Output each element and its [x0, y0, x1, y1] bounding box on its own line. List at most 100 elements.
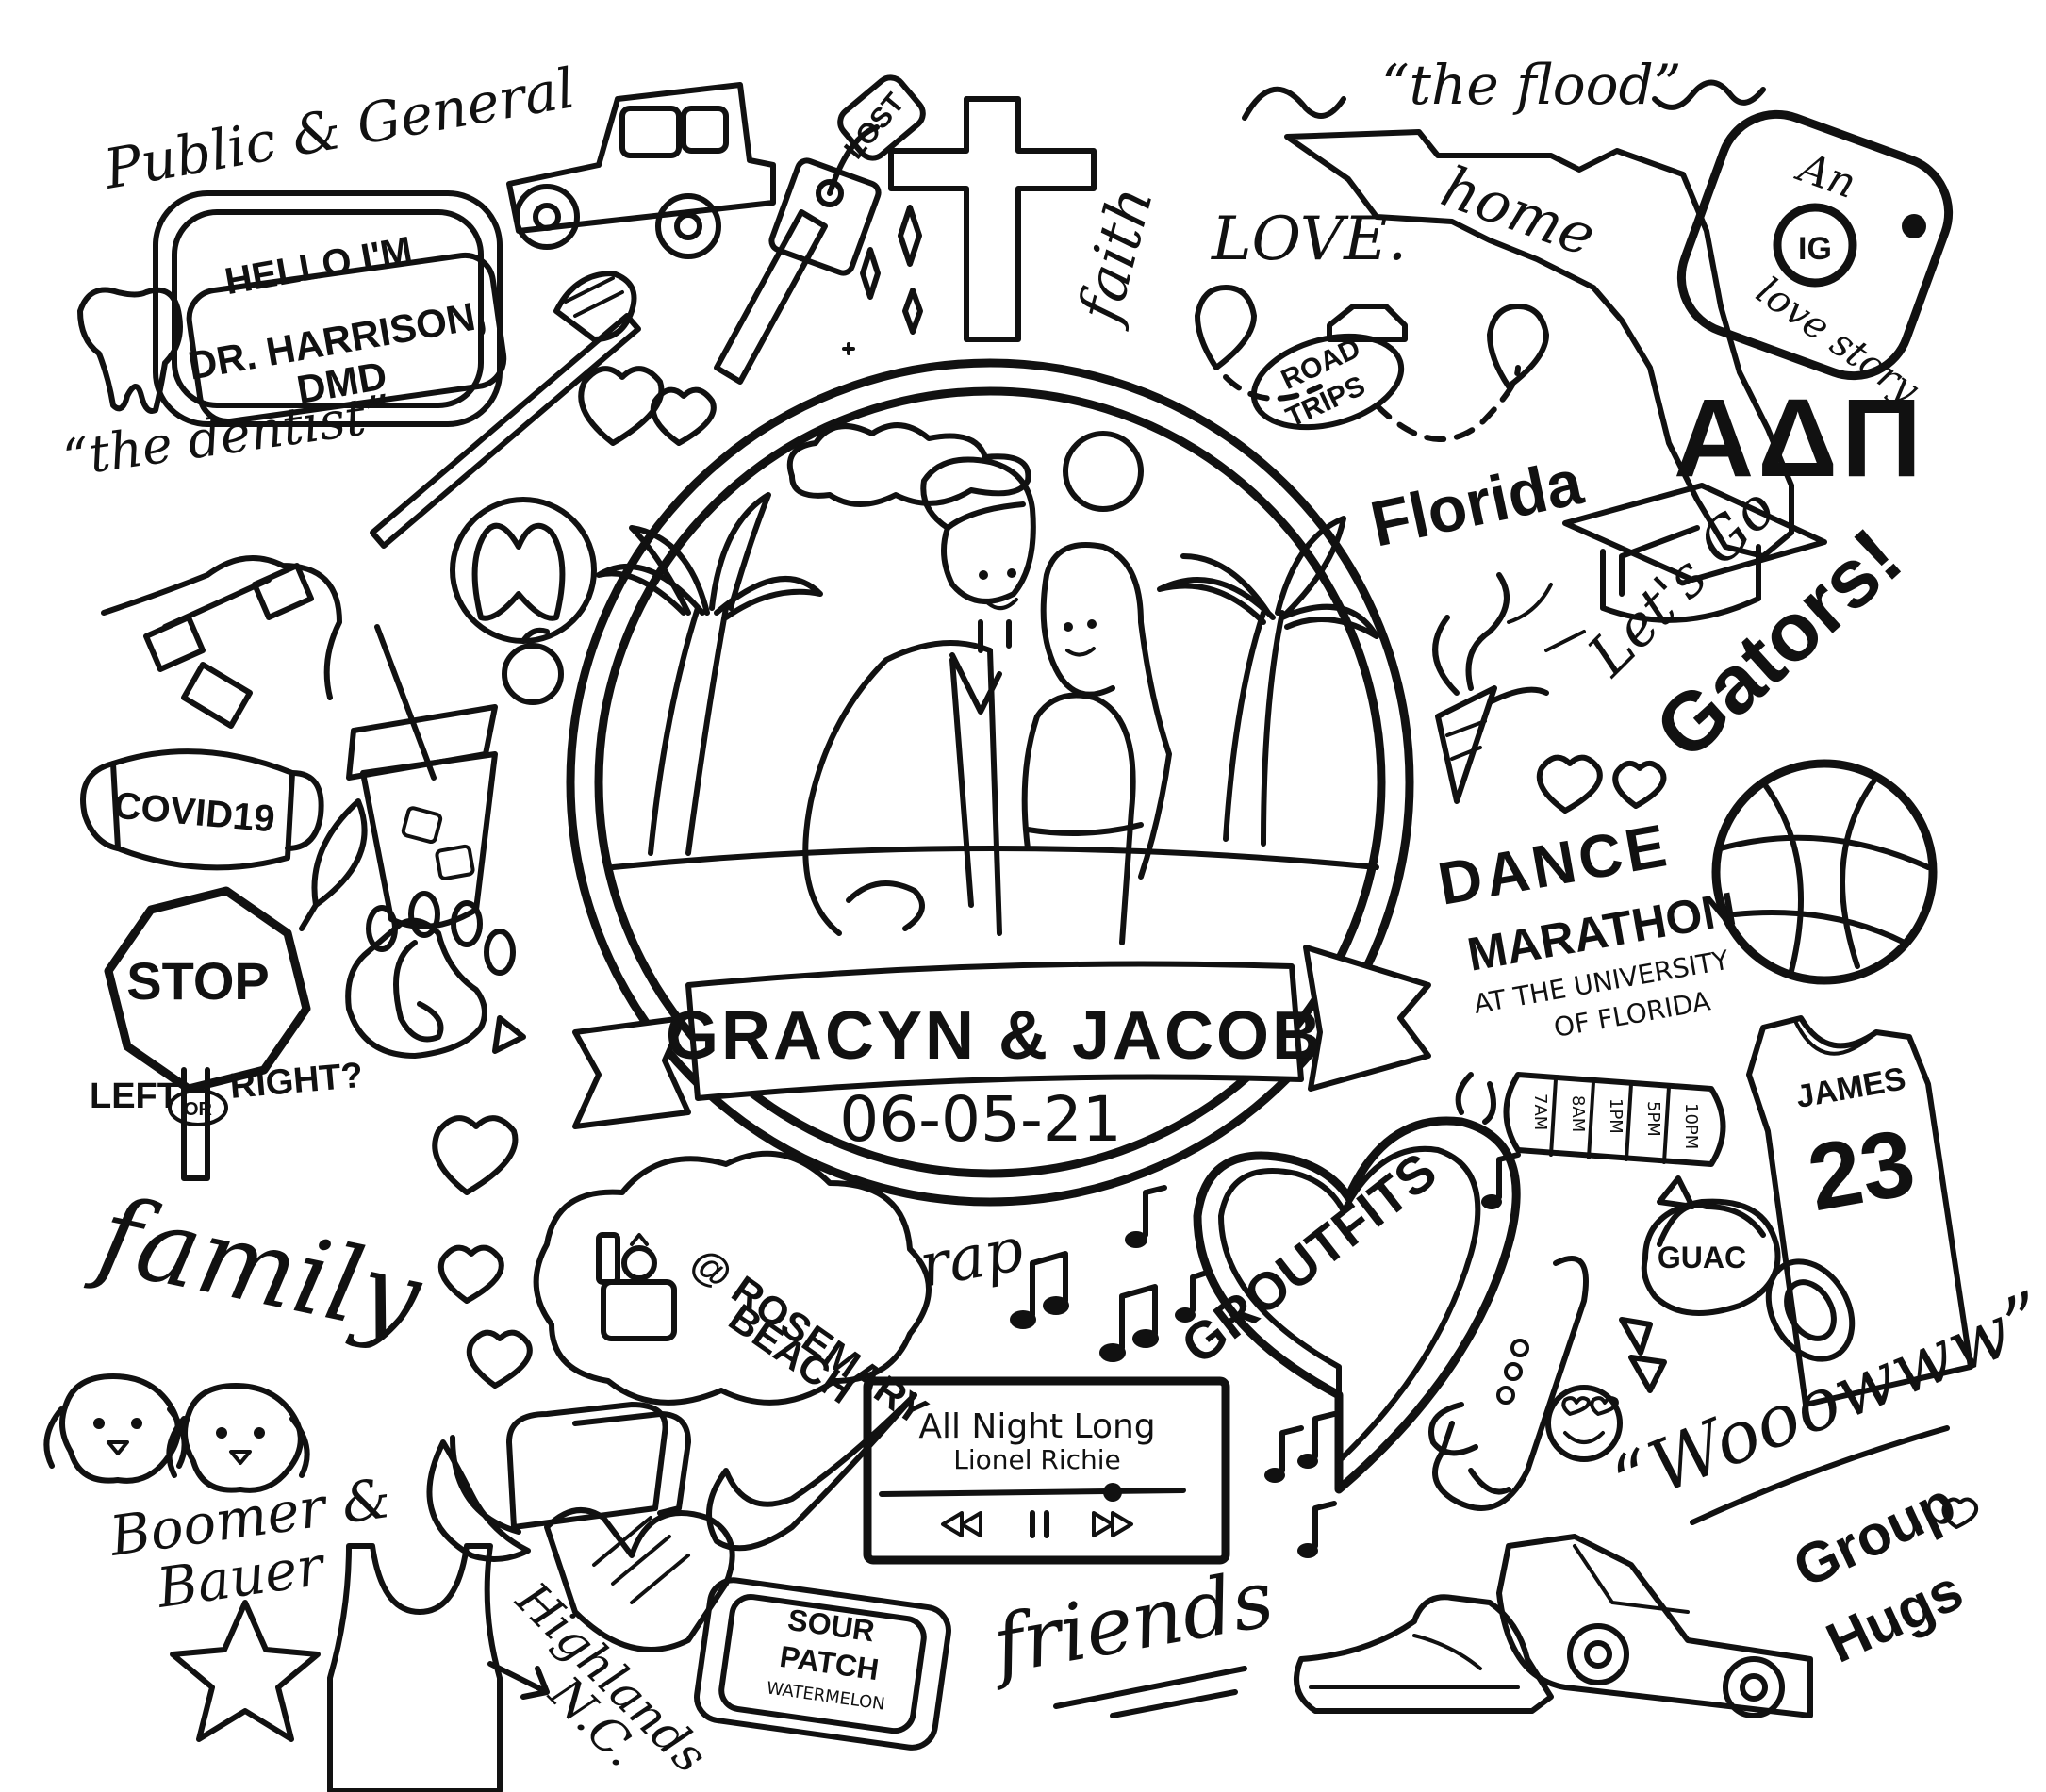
leaf-icon [299, 798, 368, 931]
jersey-name-text: JAMES [1793, 1060, 1908, 1115]
song-title-text: All Night Long [918, 1407, 1155, 1446]
center-medallion: GRACYN & JACOB 06-05-21 [566, 358, 1431, 1207]
cloud-icon [786, 422, 1031, 507]
pill-times: 7AM 8AM 1PM 5PM 10PM [1530, 1093, 1701, 1149]
party-popper-icon [1432, 572, 1586, 804]
family-text: family [83, 1173, 433, 1359]
fast-forward-button[interactable] [1092, 1511, 1133, 1537]
music-player-icon [863, 1376, 1230, 1565]
small-hearts-icon [1536, 754, 1667, 814]
rewind-icon [941, 1511, 982, 1537]
paw-print-icon [345, 891, 526, 1059]
wave-right-icon [1652, 79, 1766, 110]
love-text: LOVE. [1211, 205, 1407, 274]
left-text: LEFT [90, 1077, 179, 1116]
friends-underline [1053, 1666, 1247, 1718]
saxophone-icon [1428, 1256, 1589, 1511]
song-artist-text: Lionel Richie [953, 1444, 1121, 1475]
wooow-text: “Wooowww” [1601, 1274, 2046, 1523]
stop-text: STOP [126, 951, 269, 1011]
sour-patch-packet [694, 1577, 951, 1751]
beach-horizon [610, 846, 1379, 870]
group-hugs-heart-icon [1941, 1497, 1978, 1529]
bananas-icon [426, 1435, 531, 1562]
key-icon [714, 74, 926, 385]
arrow-icon [487, 1661, 550, 1700]
dog-icon [43, 1373, 310, 1493]
couple-portrait [802, 456, 1172, 945]
toothbrush-icon [370, 271, 641, 549]
palm-tree-left-icon [596, 492, 823, 856]
rap-text: rap [915, 1215, 1029, 1302]
pause-button[interactable] [1030, 1510, 1049, 1538]
florida-text: Florida [1364, 446, 1590, 561]
sneaker-icon [1294, 1594, 1554, 1714]
stop-sign-icon [104, 886, 311, 1181]
or-oval [168, 1089, 228, 1126]
map-pin-icon [1195, 285, 1257, 370]
or-text: OR [184, 1099, 213, 1120]
basketball-icon [1711, 759, 1938, 985]
right-text: RIGHT? [228, 1056, 365, 1107]
bread-icon [506, 1402, 691, 1530]
pill-time-2: 8AM [1568, 1095, 1588, 1132]
road-trips-sign [1250, 333, 1405, 431]
florida-map-icon [1284, 129, 1794, 559]
public-general-text: Public & General [99, 56, 580, 202]
rewind-button[interactable] [941, 1511, 982, 1537]
rosemary-line1: @ ROSEMARY [684, 1239, 936, 1434]
sun-icon [1063, 431, 1144, 512]
cross-icon [888, 96, 1097, 342]
dotted-route [1223, 365, 1521, 442]
star-icon [170, 1600, 321, 1742]
graduation-cap-icon [1562, 483, 1827, 623]
rosemary-cloud [533, 1150, 932, 1406]
mask-icon [80, 748, 324, 871]
guac-text: GUAC [1658, 1241, 1746, 1274]
couple-names: GRACYN & JACOB [666, 998, 1324, 1074]
lululemon-icon [450, 497, 597, 644]
jersey-icon [1746, 1015, 1973, 1407]
tooth-icon [77, 287, 183, 414]
the-flood-text: “the flood” [1381, 53, 1681, 117]
ring-box-icon [596, 1232, 677, 1341]
jeep-icon [506, 82, 776, 259]
pill-organizer-icon [1455, 1072, 1726, 1167]
wedding-date: 06-05-21 [839, 1083, 1122, 1156]
nike-swoosh-icon [706, 1392, 917, 1552]
map-pin-icon-2 [1487, 304, 1549, 389]
guacamole-icon [1619, 1175, 1856, 1393]
pill-time-5: 10PM [1681, 1103, 1701, 1149]
iced-coffee-icon [346, 624, 498, 929]
hearts-icon [578, 366, 717, 446]
dumbbells-icon [101, 555, 342, 729]
sparkles-icon [842, 205, 923, 355]
music-notes-icon [1010, 1152, 1521, 1558]
jersey-number-text: 23 [1801, 1110, 1922, 1232]
ig-logo-text: IG [1798, 231, 1832, 267]
heart-eyes-emoji-icon [1545, 1385, 1623, 1462]
badge-hello-text: HELLO I'M [222, 229, 415, 303]
underline-icon [1690, 1425, 1950, 1525]
palm-tree-right-icon [1157, 516, 1379, 847]
name-badge [153, 190, 507, 427]
orange-icon [502, 627, 564, 705]
tank-top-icon [327, 1543, 503, 1792]
sorority-letters: ΑΔΠ [1674, 376, 1925, 501]
covid-text: COVID19 [112, 785, 276, 841]
wave-left-icon [1242, 86, 1346, 121]
pickup-truck-icon [1496, 1534, 1813, 1718]
pause-icon [1030, 1510, 1049, 1538]
instagram-icon [1676, 109, 1954, 381]
faith-text: faith [1064, 179, 1166, 332]
pill-time-1: 7AM [1530, 1093, 1550, 1130]
stacked-hearts-icon [432, 1115, 533, 1389]
name-banner [572, 945, 1431, 1129]
groutfits-heart [1193, 1116, 1521, 1494]
pill-time-4: 5PM [1643, 1101, 1663, 1137]
ig-an-text: An [1789, 142, 1862, 208]
fast-forward-icon [1092, 1511, 1133, 1537]
pill-time-3: 1PM [1606, 1098, 1625, 1134]
